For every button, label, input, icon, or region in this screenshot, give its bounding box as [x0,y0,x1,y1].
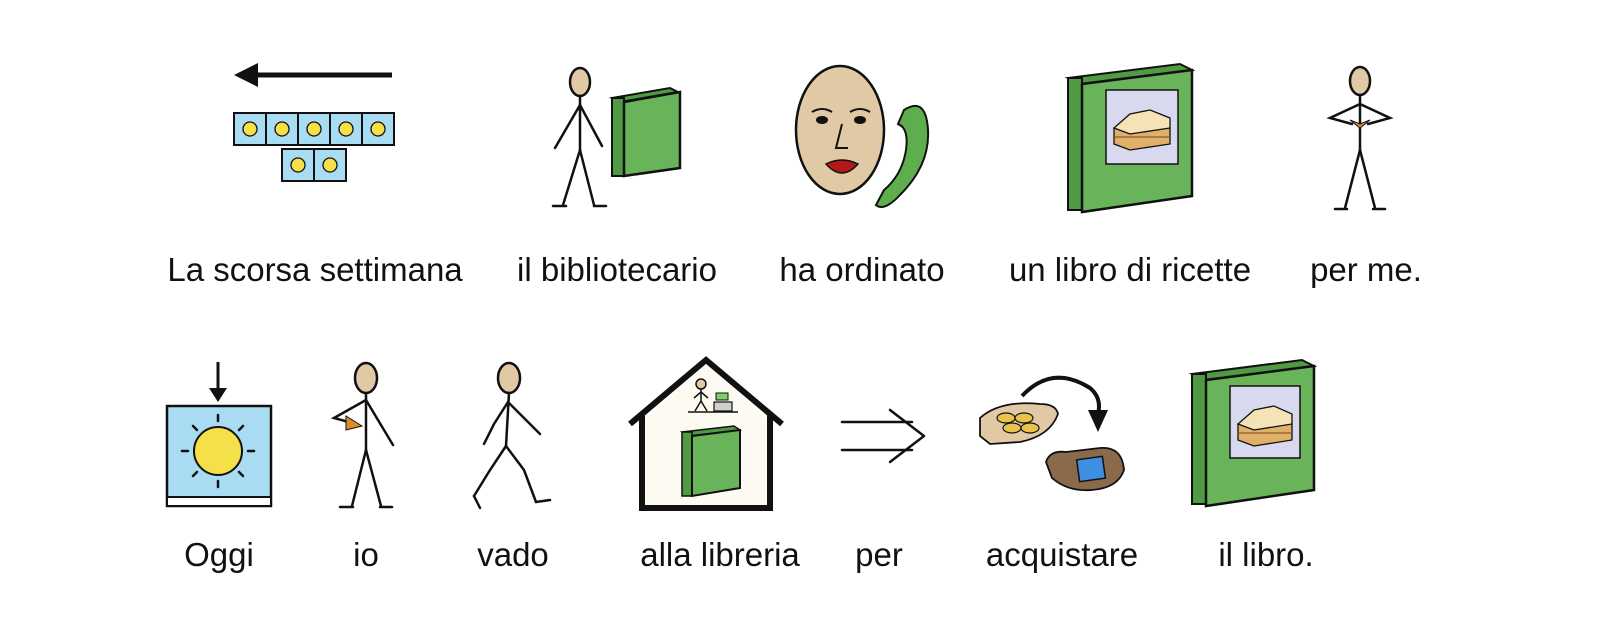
librarian-icon [551,66,682,208]
last-week-calendar-icon [233,63,395,182]
word-label: il bibliotecario [517,251,717,288]
word-label: vado [477,536,549,573]
for-me-person-icon [1326,65,1394,211]
phone-order-icon [794,64,930,208]
word-label: per [855,536,903,573]
word-label: La scorsa settimana [167,251,463,288]
word-label: per me. [1310,251,1422,288]
word-label: Oggi [184,536,254,573]
word-label: acquistare [985,536,1139,573]
bookshop-icon [628,356,784,511]
word-label: ha ordinato [779,251,945,288]
today-sun-icon [165,362,273,508]
double-arrow-icon [840,408,926,464]
cookbook-icon [1188,358,1318,508]
word-label: io [353,536,379,573]
word-label: il libro. [1218,536,1314,573]
word-label: alla libreria [640,536,800,573]
word-label: un libro di ricette [1008,251,1252,288]
buy-exchange-icon [979,375,1125,492]
cookbook-icon [1064,62,1196,214]
me-person-icon [330,361,395,509]
walking-person-icon [472,361,552,510]
